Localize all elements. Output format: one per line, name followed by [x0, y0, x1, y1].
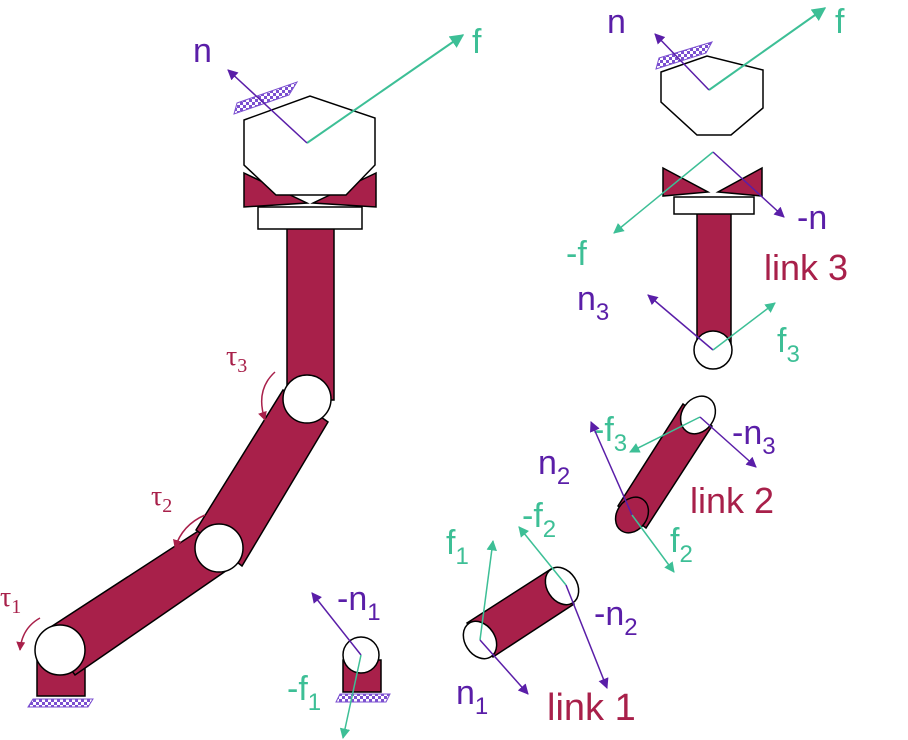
link2-fb-minus-f3: [629, 416, 701, 453]
link1-fb-minus-f2: [518, 526, 567, 586]
base-free-body: -n1 -f1: [287, 580, 391, 740]
link3-body: [286, 227, 335, 401]
link2-fb-f2: [631, 514, 675, 573]
base-fb-force: [339, 654, 362, 740]
label-n2: n2: [538, 444, 570, 490]
label-n1: n1: [456, 674, 488, 720]
label-minus-n: -n: [797, 199, 827, 237]
link2-free-body: -f3 -n3 n2 f2 link 2: [538, 395, 776, 573]
torque1-arc: [16, 617, 41, 651]
label-minus-n1: -n1: [337, 580, 381, 626]
link3-fb-f3: [712, 302, 776, 351]
link2-fb-minus-n3: [699, 416, 757, 468]
link3-fb-jaw-left: [662, 166, 711, 197]
torque2-arc: [173, 514, 206, 549]
label-tau1: τ1: [0, 582, 21, 618]
held-object: [243, 95, 376, 196]
link3-fb-body: [696, 212, 732, 349]
joint1: [34, 624, 86, 676]
label-minus-f2: -f2: [522, 497, 556, 543]
label-minus-f: -f: [566, 235, 587, 273]
link1-fb-n1: [479, 639, 529, 695]
label-minus-f1: -f1: [287, 670, 321, 716]
label-link3: link 3: [764, 247, 848, 288]
link2-fb-n2: [590, 421, 633, 516]
link3-fb-n3: [647, 294, 714, 351]
base-fb-hatch: [335, 693, 391, 703]
label-tau3: τ3: [226, 341, 247, 377]
link3-fb-minus-n: [712, 151, 785, 218]
full-arm: n f τ3 τ2 τ1: [0, 23, 482, 708]
label-f-full: f: [472, 23, 482, 61]
object-free-body: n f: [607, 3, 845, 136]
base-fb-moment: [311, 592, 362, 656]
label-n-top: n: [607, 3, 626, 41]
label-f3: f3: [777, 322, 800, 368]
link3-fb-jaw-right: [715, 166, 763, 197]
label-minus-n3: -n3: [732, 414, 776, 460]
link1-fb-f1: [479, 539, 497, 641]
link3-fb-flange: [673, 196, 755, 215]
moment-arrow-n: [227, 69, 308, 144]
torque3-arc: [258, 371, 276, 421]
object-fb-moment: [654, 33, 710, 91]
contact-hatch: [233, 81, 299, 115]
link3-fb-minus-f: [613, 151, 714, 234]
link1-fb-minus-n2: [565, 584, 609, 689]
link1-free-body: -f2 -n2 f1 n1 link 1: [446, 497, 638, 729]
label-link2: link 2: [690, 480, 774, 521]
label-tau2: τ2: [151, 481, 172, 517]
object-fb-hatch: [655, 41, 714, 70]
object-fb-force: [708, 7, 827, 91]
label-minus-n2: -n2: [594, 595, 638, 641]
ground-hatch: [27, 698, 94, 708]
label-link1: link 1: [547, 687, 636, 729]
joint2: [194, 523, 244, 573]
label-f2: f2: [670, 522, 693, 568]
wrist-flange: [257, 206, 363, 230]
label-f1: f1: [446, 524, 469, 570]
force-arrow-f: [306, 34, 465, 144]
link2-fb-top-end: [679, 395, 717, 435]
label-n-full: n: [193, 32, 212, 70]
object-fb-shape: [660, 55, 764, 136]
label-minus-f3: -f3: [593, 411, 627, 457]
link3-free-body: -f -n link 3 n3 f3: [566, 151, 848, 370]
joint3: [282, 374, 332, 424]
label-f-top: f: [835, 3, 845, 41]
label-n3: n3: [577, 280, 609, 326]
